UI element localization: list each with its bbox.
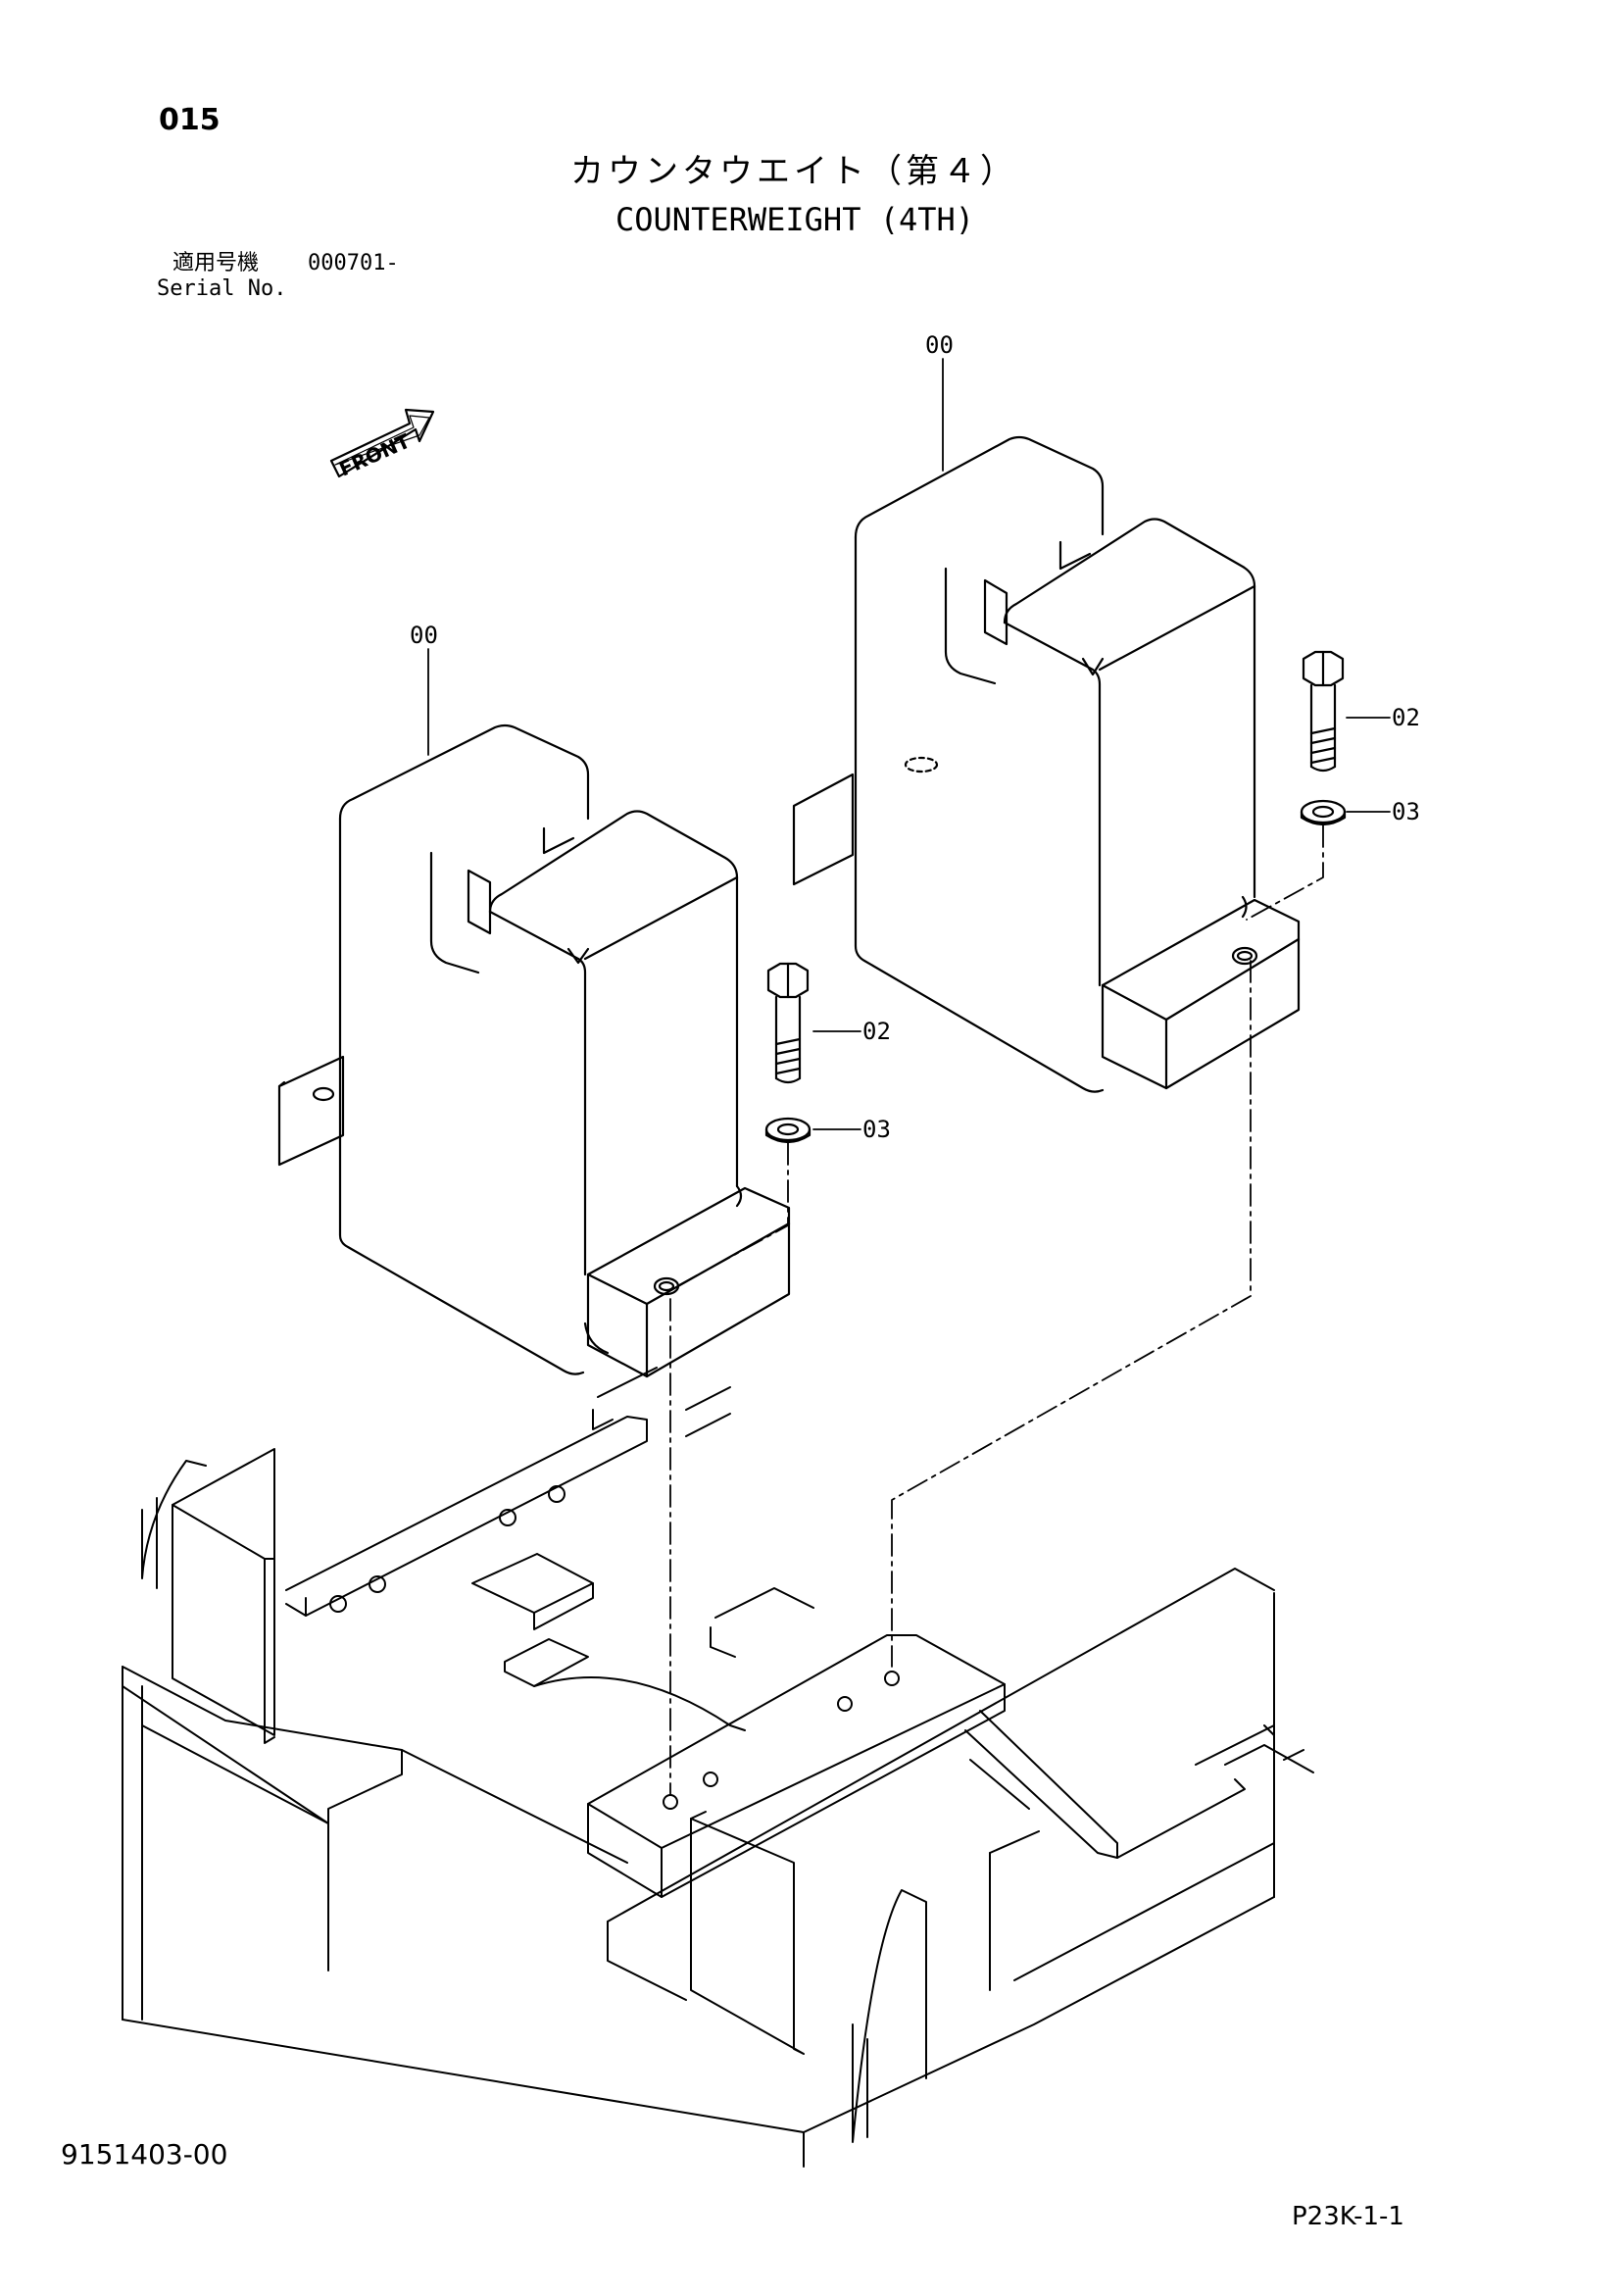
callout-right-bolt: 02	[1392, 704, 1420, 731]
serial-label-english: Serial No.	[157, 276, 287, 301]
upper-frame	[122, 1367, 1314, 2168]
drawing-number: 9151403-00	[61, 2138, 228, 2171]
page-number: 015	[159, 103, 221, 137]
washer-left	[764, 1117, 812, 1144]
serial-label-japanese: 適用号機	[172, 251, 260, 275]
page-reference: P23K-1-1	[1292, 2202, 1404, 2231]
washer-right	[1300, 799, 1347, 826]
leader-lines	[427, 358, 1391, 1130]
callout-right-weight: 00	[925, 331, 954, 359]
bolt-left	[766, 962, 810, 1084]
callout-left-weight: 00	[410, 622, 438, 649]
front-label: FRONT	[335, 428, 414, 480]
front-arrow-icon: FRONT	[329, 408, 435, 481]
callout-left-bolt: 02	[862, 1018, 891, 1045]
serial-number-value: 000701-	[308, 251, 399, 275]
page-title-english: COUNTERWEIGHT (4TH)	[615, 201, 975, 238]
callout-right-washer: 03	[1392, 798, 1420, 825]
installation-path-lines	[665, 824, 1324, 1795]
counterweight-left	[277, 724, 791, 1378]
counterweight-right	[792, 435, 1301, 1093]
callout-left-washer: 03	[862, 1116, 891, 1143]
bolt-right	[1302, 650, 1345, 773]
page-title-japanese: カウンタウエイト（第４）	[570, 152, 1017, 191]
